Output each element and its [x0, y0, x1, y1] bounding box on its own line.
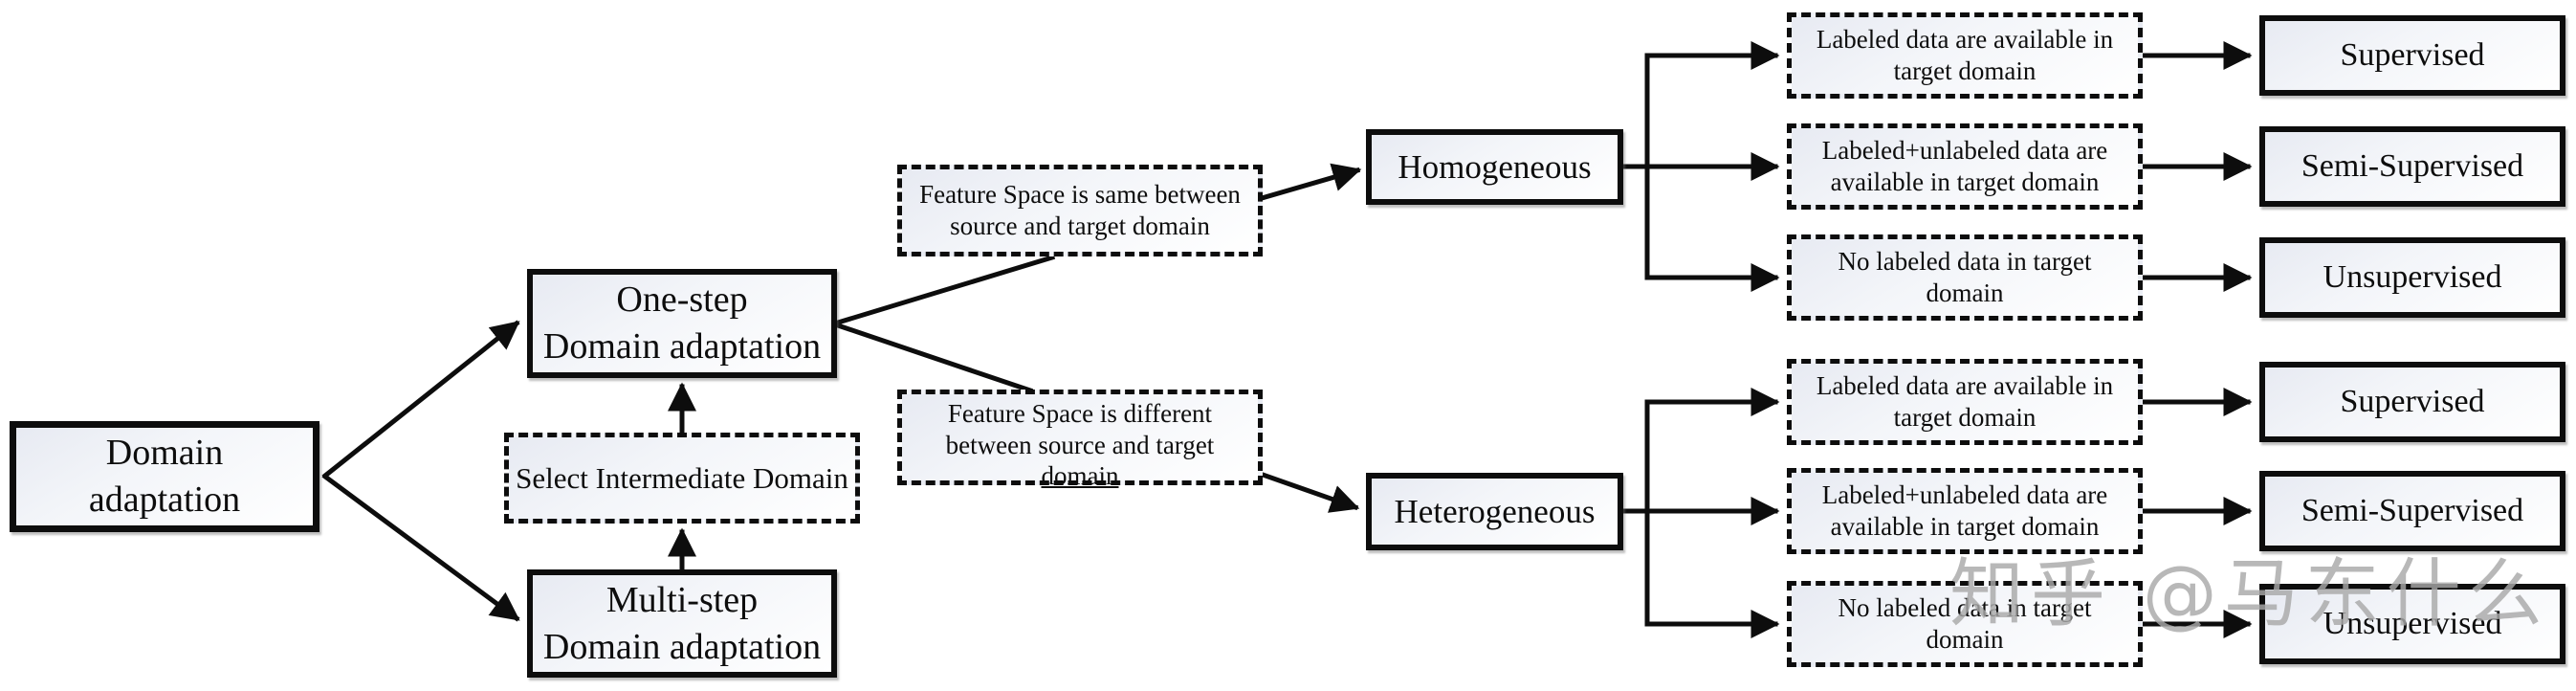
zhihu-watermark: 知乎 @马东什么: [1949, 551, 2549, 637]
node-heterogeneous: Heterogeneous: [1366, 473, 1623, 550]
node-line: Labeled+unlabeled data are: [1821, 136, 2108, 166]
node-line: Homogeneous: [1398, 147, 1592, 186]
node-line: available in target domain: [1830, 512, 2100, 541]
node-line: Labeled data are available in: [1816, 25, 2114, 55]
node-select-intermediate-domain: Select Intermediate Domain: [504, 433, 860, 524]
node-line: Domain adaptation: [542, 626, 822, 667]
node-homo-labeled-data: Labeled data are available in target dom…: [1787, 12, 2143, 99]
node-line: domain: [1926, 279, 2004, 307]
node-homo-semi-supervised: Semi-Supervised: [2259, 126, 2565, 207]
node-line: between source and target: [945, 430, 1215, 459]
node-feature-space-different: Feature Space is different between sourc…: [897, 390, 1263, 490]
node-line: Labeled data are available in: [1816, 371, 2114, 401]
node-homo-unsupervised: Unsupervised: [2259, 237, 2565, 318]
node-line: Supervised: [2340, 36, 2485, 73]
node-line: target domain: [1893, 56, 2037, 85]
arrow-feature-different-to-heterogeneous: [1259, 471, 1360, 513]
node-hetero-no-labeled-data: No labeled data in target domain: [1787, 581, 2143, 667]
node-line: No labeled data in target: [1838, 593, 2092, 623]
node-homo-labeled-unlabeled-data: Labeled+unlabeled data are available in …: [1787, 123, 2143, 210]
node-line: Labeled+unlabeled data are: [1821, 480, 2108, 510]
node-homo-no-labeled-data: No labeled data in target domain: [1787, 234, 2143, 321]
node-hetero-labeled-data: Labeled data are available in target dom…: [1787, 359, 2143, 445]
node-line: Domain adaptation: [542, 326, 822, 367]
node-line: target domain: [1893, 403, 2037, 432]
node-feature-space-same: Feature Space is same between source and…: [897, 165, 1263, 256]
node-line: Unsupervised: [2323, 258, 2502, 295]
node-domain-adaptation: Domain adaptation: [10, 421, 319, 532]
arrow-feature-same-to-homogeneous: [1258, 163, 1362, 202]
arrow-domain-to-multistep: [321, 473, 520, 622]
node-line: source and target domain: [950, 212, 1210, 240]
node-line: domain: [1041, 461, 1119, 491]
node-line: Unsupervised: [2323, 605, 2502, 641]
node-one-step-domain-adaptation: One-step Domain adaptation: [527, 269, 837, 378]
line-onestep-to-feature-same: [834, 254, 1056, 326]
node-multi-step-domain-adaptation: Multi-step Domain adaptation: [527, 569, 837, 678]
node-line: Multi-step: [605, 579, 759, 620]
node-line: Feature Space is different: [947, 398, 1213, 428]
node-line: available in target domain: [1830, 167, 2100, 196]
line-onestep-to-feature-different: [834, 322, 1034, 394]
node-hetero-labeled-unlabeled-data: Labeled+unlabeled data are available in …: [1787, 468, 2143, 554]
node-homo-supervised: Supervised: [2259, 15, 2565, 96]
node-line: No labeled data in target: [1838, 247, 2092, 277]
node-lines-wrap: Feature Space is different between sourc…: [946, 398, 1215, 493]
node-line: Select Intermediate Domain: [516, 460, 848, 495]
node-line: Semi-Supervised: [2301, 147, 2524, 184]
node-hetero-supervised: Supervised: [2259, 362, 2565, 442]
node-line: Feature Space is same between: [919, 180, 1241, 210]
node-line: adaptation: [88, 479, 241, 520]
node-line: Heterogeneous: [1394, 492, 1596, 530]
node-line: Semi-Supervised: [2301, 492, 2524, 528]
node-line: Domain: [105, 433, 224, 474]
node-line: One-step: [616, 279, 748, 321]
node-hetero-semi-supervised: Semi-Supervised: [2259, 471, 2565, 551]
node-hetero-unsupervised: Unsupervised: [2259, 584, 2565, 664]
node-line: Supervised: [2340, 383, 2485, 419]
node-homogeneous: Homogeneous: [1366, 129, 1623, 205]
node-line: domain: [1926, 625, 2004, 654]
arrow-domain-to-onestep: [321, 320, 520, 479]
